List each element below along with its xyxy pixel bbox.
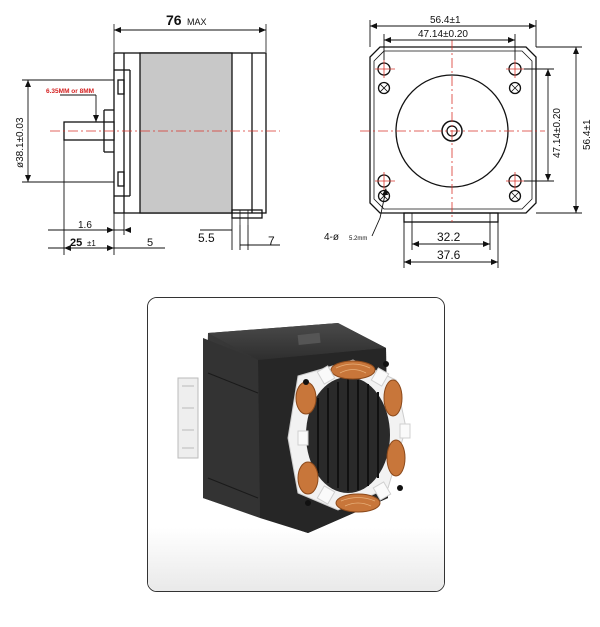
shaft-length-tol: ±1 (87, 239, 96, 248)
motor-connector (177, 377, 199, 459)
hole-spacing-top-label: 47.14±0.20 (418, 29, 468, 40)
flange-thickness-label: 1.6 (78, 220, 92, 231)
hole-spacing-side-label: 47.14±0.20 (552, 108, 563, 158)
hole-note-prefix: 4-ø (324, 232, 339, 243)
motor-stator (287, 359, 411, 513)
terminal-width-label: 7 (268, 234, 275, 248)
motor-photo (148, 298, 444, 591)
shaft-note: 6.35MM or 8MM (46, 88, 94, 95)
length-suffix: MAX (187, 17, 207, 27)
length-label: 76 (166, 12, 182, 28)
side-view (63, 24, 267, 225)
connector-width-label: 32.2 (437, 230, 461, 244)
outer-width-top-label: 56.4±1 (430, 15, 461, 26)
connector (403, 212, 499, 223)
shaft-diameter-label: ø38.1±0.03 (15, 117, 26, 168)
motor-photo-frame (147, 297, 445, 592)
connector-outer-width-label: 37.6 (437, 248, 461, 262)
motor-body-gray (139, 52, 233, 214)
shaft-length-label: 25 (70, 237, 82, 249)
technical-drawing: 76 MAX 6.35MM or 8MM ø38.1±0.03 1.6 25 ±… (15, 12, 593, 268)
hole-note-size: 5.2mm (349, 236, 367, 242)
boss-length-label: 5 (147, 237, 153, 249)
front-view (369, 46, 537, 223)
outer-height-side-label: 56.4±1 (582, 119, 593, 150)
terminal-offset-label: 5.5 (198, 231, 215, 245)
